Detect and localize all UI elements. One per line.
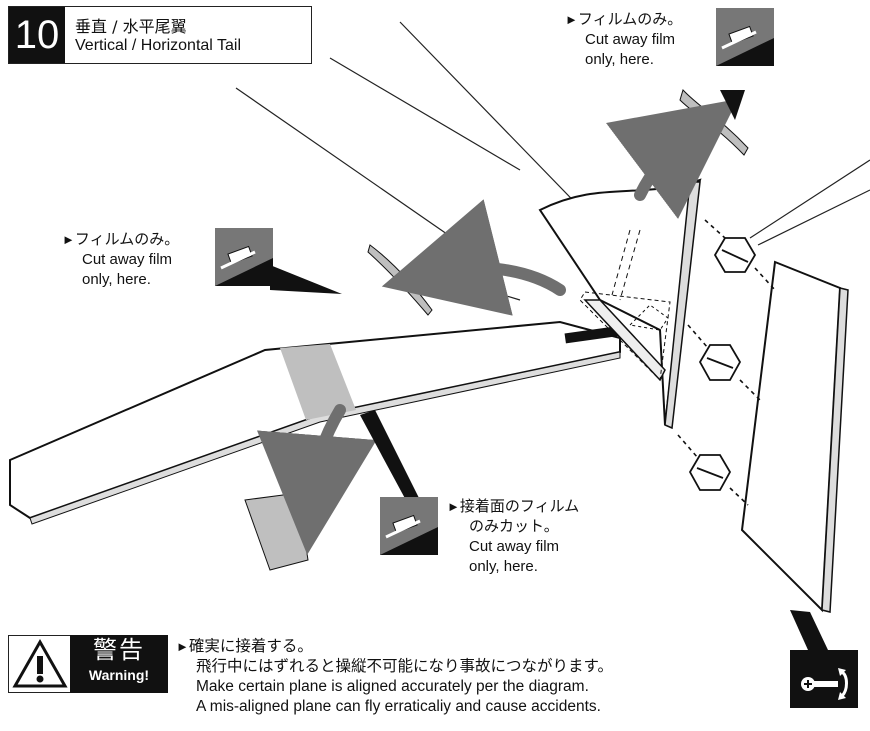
guide-lines [235, 21, 870, 301]
film-strip-left [367, 244, 433, 316]
rudder [740, 260, 849, 613]
step-number: 10 [9, 7, 65, 63]
warning-badge: 警告 Warning! [8, 635, 168, 693]
cutter-knife-icon [716, 8, 774, 66]
pointer-triangle-icon: ► [62, 232, 75, 247]
note-bottom: ►接着面のフィルム のみカット。 Cut away film only, her… [447, 498, 580, 575]
vertical-fin [538, 178, 702, 430]
pointer-triangle-icon: ► [565, 12, 578, 27]
film-strip-bottom [244, 492, 309, 571]
warning-triangle-icon [8, 635, 72, 693]
pointer-triangle-icon: ► [447, 499, 460, 514]
step-title-en: Vertical / Horizontal Tail [75, 37, 241, 54]
warning-label: 警告 Warning! [70, 635, 168, 693]
step-title-ja: 垂直 / 水平尾翼 [75, 17, 187, 36]
warning-text: ►確実に接着する。 飛行中にはずれると操縦不可能になり事故につながります。 Ma… [176, 638, 613, 715]
horizontal-stabilizer [9, 320, 621, 525]
step-header: 10 垂直 / 水平尾翼 Vertical / Horizontal Tail [8, 6, 312, 64]
hinge-rotate-icon [790, 650, 858, 708]
note-left: ►フィルムのみ。 Cut away film only, here. [62, 231, 180, 288]
hinge-arrows [677, 219, 776, 506]
icon-pointers [270, 90, 745, 504]
hinge-icon-pointer [790, 610, 828, 650]
hinges [688, 237, 757, 491]
cutter-knife-icon [215, 228, 273, 286]
pointer-triangle-icon: ► [176, 639, 189, 654]
motion-arrows [256, 98, 738, 555]
note-top-right: ►フィルムのみ。 Cut away film only, here. [565, 11, 683, 68]
cutter-knife-icon [380, 497, 438, 555]
